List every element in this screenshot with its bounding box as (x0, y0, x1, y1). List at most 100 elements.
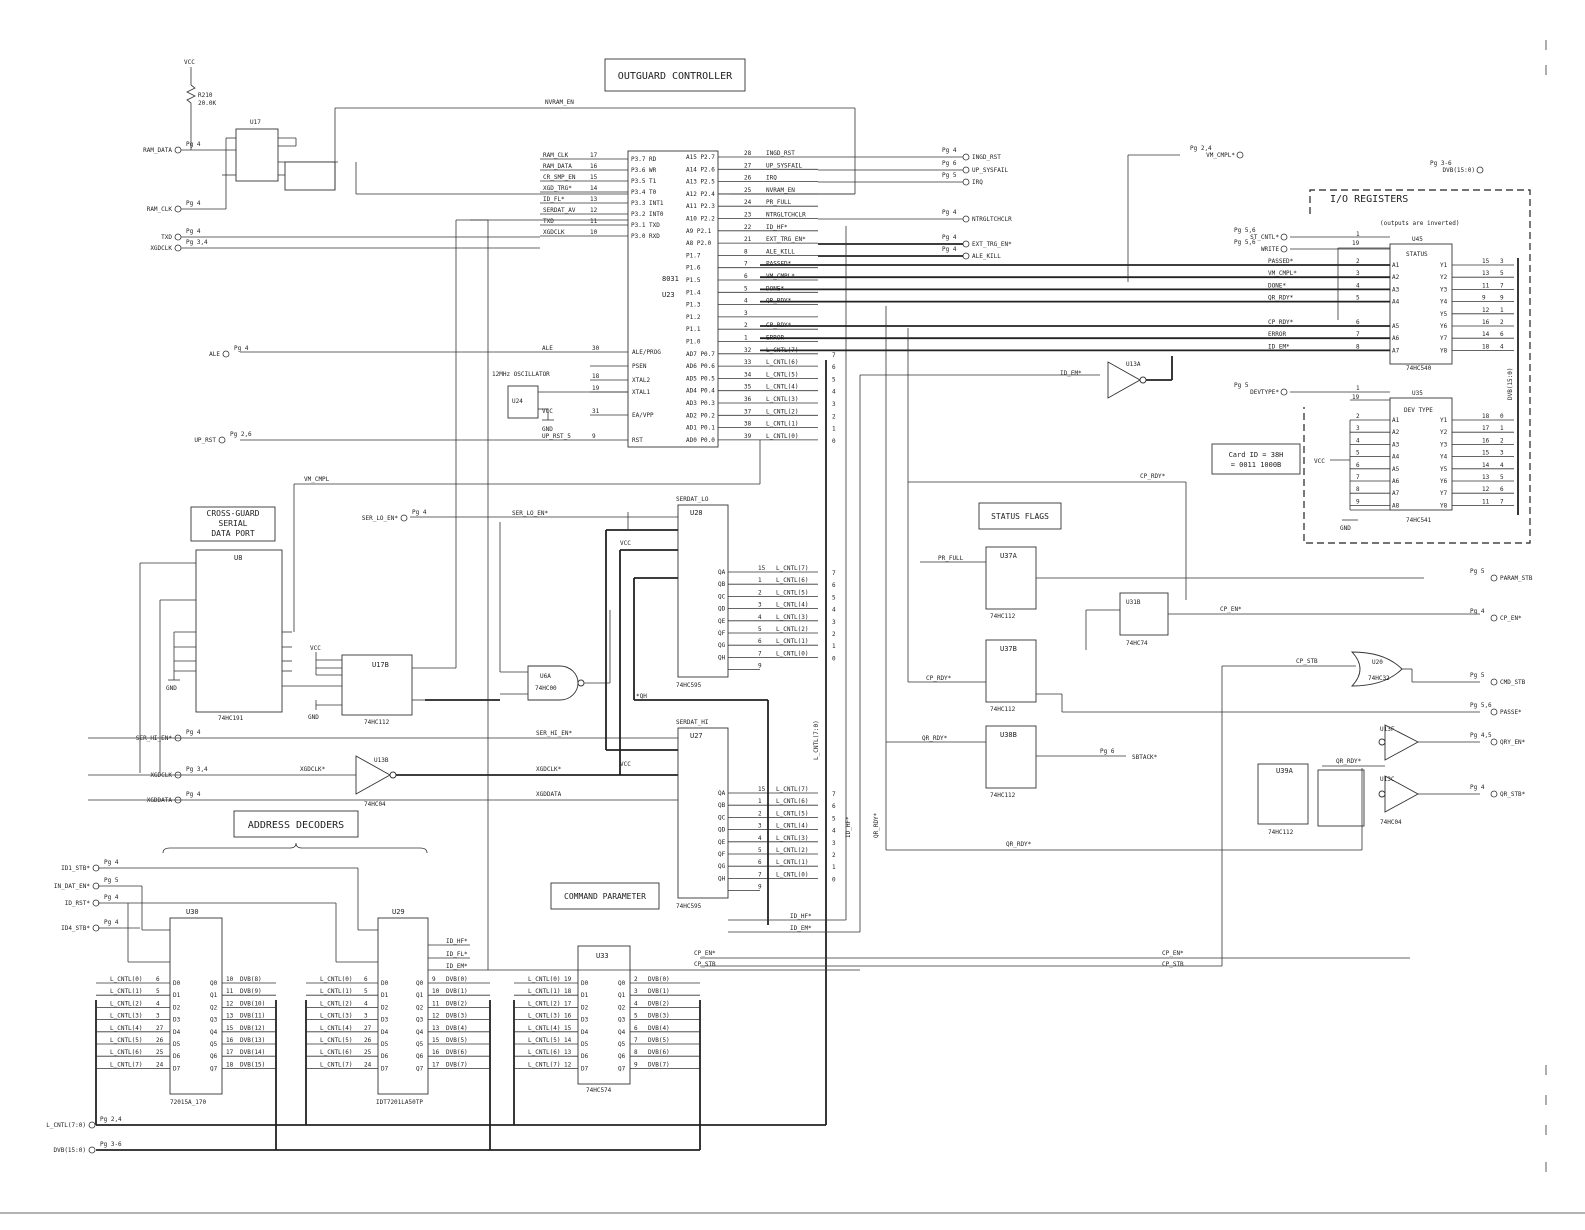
devtype-output-pin: 11 (1482, 498, 1490, 505)
cpu-right-label: L_CNTL(5) (766, 371, 799, 378)
fifo-input-pin-name: D3 (173, 1017, 181, 1024)
cpu-right-label: INGD_RST (766, 150, 795, 157)
fifo-output-pin: 12 (432, 1013, 440, 1020)
offsheet-connector-left (222, 350, 230, 358)
fifo-input-pin: 5 (156, 988, 160, 995)
status-input-label: ID_EM* (1268, 343, 1290, 350)
status-output-pin: 13 (1482, 270, 1490, 277)
offsheet-right-label: ST_CNTL* (1250, 234, 1279, 241)
sr-output-label: L_CNTL(4) (776, 602, 809, 609)
sr-output-label: L_CNTL(5) (776, 810, 809, 817)
offsheet-right-ref: Pg 4 (942, 209, 957, 216)
offsheet-left-ref: Pg 4 (186, 228, 201, 235)
chip-u31b: U31B 74HC74 CP_EN* (1085, 592, 1480, 650)
cpu-left-pin-name: P3.1 TXD (631, 222, 660, 229)
chip-u17: U17 NVRAM_EN (180, 99, 856, 210)
cpu-right-pin-name: AD4 P0.4 (686, 388, 715, 395)
cpu-left-pin-name: P3.5 T1 (631, 178, 657, 185)
fifo-input-label: L_CNTL(0) (528, 976, 561, 983)
lcntl-bus-label: L_CNTL(7:0) (813, 720, 820, 760)
cpu-right-pin-num: 4 (744, 298, 748, 305)
offsheet-right-ref: Pg 4 (942, 246, 957, 253)
fifo-input-pin-name: D3 (381, 1017, 389, 1024)
status-input-label: VM_CMPL* (1268, 270, 1297, 277)
cp-en-right: CP_EN* (1162, 950, 1184, 957)
fifo-input-label: L_CNTL(6) (320, 1049, 353, 1056)
offsheet-left-label: TXD (161, 234, 172, 241)
cpu-misc-pin-name: RST (632, 437, 643, 444)
status-input-pin: 3 (1356, 270, 1360, 277)
sr-output-pin: 15 (758, 565, 766, 572)
cpu-left-pin-num: 16 (590, 163, 598, 170)
offsheet-connector-left (88, 1121, 96, 1129)
u8-label: U8 (234, 554, 242, 562)
offsheet-left-label: ID4_STB* (61, 925, 90, 932)
status-input-pin: 8 (1356, 343, 1360, 350)
status-input-label: ERROR (1268, 331, 1286, 338)
offsheet-left-label: L_CNTL(7:0) (46, 1122, 86, 1129)
cpu-left-pin-name: P3.3 INT1 (631, 200, 664, 207)
fifo-input-label: L_CNTL(0) (110, 976, 143, 983)
u17b-vcc: VCC (310, 645, 321, 652)
fifo-input-pin-name: D7 (381, 1065, 389, 1072)
u39a-type: 74HC112 (1268, 829, 1294, 836)
offsheet-left-label: XGDCLK (150, 245, 172, 252)
sr-output-pin-name: QF (718, 630, 726, 637)
offsheet-left-ref: Pg 5 (104, 877, 119, 884)
devtype-dvb-bit: 6 (1500, 486, 1504, 493)
devtype-input-pin-name: A6 (1392, 478, 1400, 485)
cpu-left-pin-num: 17 (590, 152, 598, 159)
offsheet-left-label: IN_DAT_EN* (54, 883, 91, 890)
offsheet-right-label: EXT_TRG_EN* (972, 241, 1012, 248)
fifo-input-pin-name: D5 (381, 1041, 389, 1048)
cpu-right-pin-num: 39 (744, 433, 752, 440)
offsheet-right-ref: Pg 2,4 (1190, 145, 1212, 152)
fifo-output-pin: 11 (226, 988, 234, 995)
u30-pins: L_CNTL(0)6D0L_CNTL(1)5D1L_CNTL(2)4D2L_CN… (96, 976, 276, 1072)
offsheet-left-label: UP_RST (194, 437, 216, 444)
offsheet-left-ref: Pg 2,6 (230, 431, 252, 438)
devtype-output-pin-name: Y5 (1440, 466, 1448, 473)
cpu-bus-bit: 7 (832, 352, 836, 359)
chip-u29-fifo: U29 IDT7201LA50TP L_CNTL(0)6D0L_CNTL(1)5… (306, 908, 490, 1106)
devtype-output-pin: 14 (1482, 462, 1490, 469)
cpu-left-pin-name: P3.4 T0 (631, 189, 657, 196)
cp-rdy-top: CP_RDY* (1140, 473, 1166, 480)
fifo-input-pin: 15 (564, 1025, 572, 1032)
cpu-left-label: RAM_DATA (543, 163, 572, 170)
cpu-right-pin-num: 38 (744, 421, 752, 428)
fifo-input-pin-name: D5 (581, 1041, 589, 1048)
status-input-label: PASSED* (1268, 258, 1294, 265)
fifo-input-pin: 27 (156, 1025, 164, 1032)
fifo-input-pin: 26 (364, 1037, 372, 1044)
fifo-id-fl: ID_FL* (446, 951, 468, 958)
title-outguard-controller: OUTGUARD CONTROLLER (604, 58, 746, 92)
offsheet-connector-right (1490, 678, 1498, 686)
status-output-pin: 11 (1482, 282, 1490, 289)
fifo-output-pin: 10 (226, 976, 234, 983)
sr-output-pin: 7 (758, 871, 762, 878)
fifo-output-pin: 15 (226, 1025, 234, 1032)
status-output-pin-name: Y4 (1440, 299, 1448, 306)
address-decoders-text: ADDRESS DECODERS (248, 820, 344, 831)
devtype-dvb-bit: 4 (1500, 462, 1504, 469)
cpu-right-label: IRQ (766, 175, 777, 182)
sr-output-pin-name: QA (718, 569, 726, 576)
status-input-pin-name: A6 (1392, 335, 1400, 342)
devtype-input-pin: 6 (1356, 462, 1360, 469)
offsheet-connector-left (218, 436, 226, 444)
u27-title: SERDAT_HI (676, 719, 709, 726)
cross-guard-line-1: CROSS-GUARD (207, 509, 260, 518)
u13c-type: 74HC04 (1380, 819, 1402, 826)
cpu-right-pin-num: 37 (744, 408, 752, 415)
status-input-pin-name: A4 (1392, 299, 1400, 306)
devtype-output-pin-name: Y7 (1440, 490, 1448, 497)
offsheet-left-ref: Pg 3-6 (100, 1141, 122, 1148)
status-input-pin-name: A2 (1392, 274, 1400, 281)
offsheet-right-ref: Pg 4 (1470, 784, 1485, 791)
u45-label: U45 (1412, 236, 1423, 243)
fifo-input-label: L_CNTL(3) (110, 1013, 143, 1020)
cpu-misc-pins: 30ALEALE/PROGPSEN18XTAL219XTAL131VCCEA/V… (240, 345, 661, 444)
fifo-output-pin: 4 (634, 1000, 638, 1007)
